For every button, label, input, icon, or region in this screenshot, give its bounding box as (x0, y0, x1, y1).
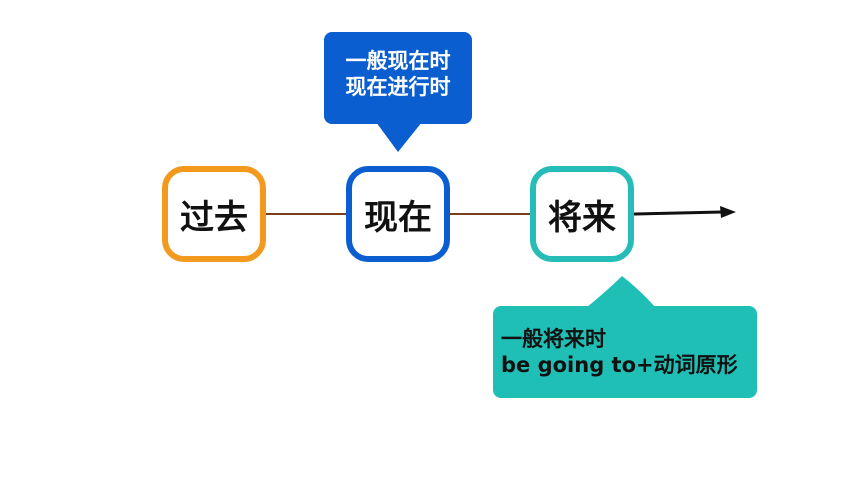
timeline-arrow-head (720, 206, 736, 218)
node-past: 过去 (162, 166, 266, 262)
node-present: 现在 (346, 166, 450, 262)
present-callout-pointer (376, 122, 422, 152)
node-future: 将来 (530, 166, 634, 262)
node-present-label: 现在 (364, 197, 432, 238)
timeline-arrow-shaft (633, 210, 723, 216)
callout-line-simple-future: 一般将来时 (501, 327, 606, 351)
node-past-label: 过去 (180, 197, 248, 238)
callout-line-be-going-to: be going to+动词原形 (501, 353, 738, 378)
node-future-label: 将来 (548, 197, 616, 238)
callout-line-present-continuous: 现在进行时 (345, 75, 451, 100)
future-tense-callout: 一般将来时 be going to+动词原形 (493, 306, 757, 398)
future-callout-pointer (586, 276, 656, 308)
present-tense-callout: 一般现在时 现在进行时 (324, 32, 472, 124)
callout-line-simple-present: 一般现在时 (345, 49, 451, 73)
